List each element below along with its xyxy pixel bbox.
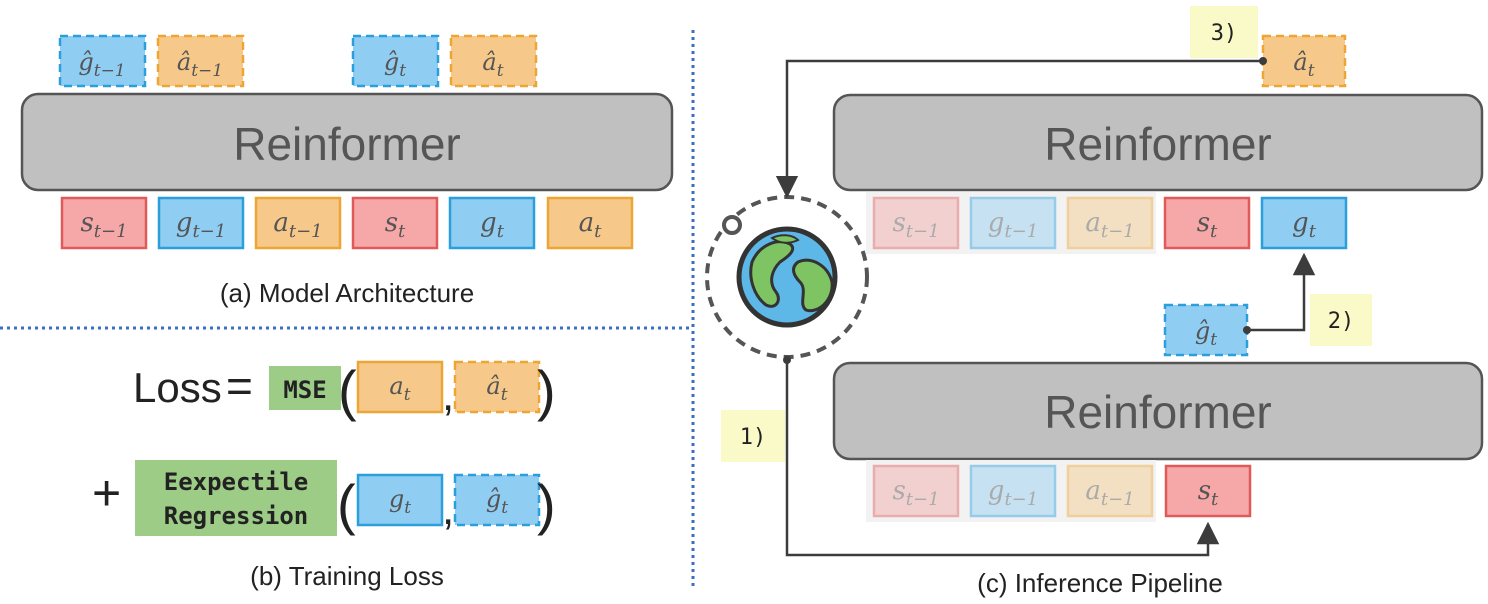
token-a-hat: ât — [449, 34, 538, 88]
comma-2: , — [442, 485, 454, 534]
token-a-hat-output: ât — [1261, 34, 1347, 88]
arrow-step2 — [1247, 252, 1316, 332]
step1-box — [721, 410, 785, 462]
token-s-t: st — [351, 196, 439, 250]
paren-close-1: ) — [537, 359, 556, 422]
step2-label: 2) — [1328, 309, 1355, 334]
equals-sign: = — [226, 360, 253, 412]
caption-b: (b) Training Loss — [250, 561, 444, 591]
arrow-step2-start-dot — [1243, 326, 1251, 334]
mse-box — [269, 366, 341, 410]
expectile-box — [135, 460, 337, 536]
token-g-hat-prev: ĝt−1 — [58, 34, 147, 88]
step2-box — [1310, 294, 1372, 346]
svg-text:st−1: st−1 — [80, 208, 127, 242]
token-g-hat: ĝt — [351, 34, 440, 88]
token-a-prev: at−1 — [254, 196, 342, 250]
svg-text:ât−1: ât−1 — [177, 48, 223, 81]
token-g-prev-faded-top: gt−1 — [969, 196, 1057, 250]
panel-c-inference-pipeline: Reinformer st−1 gt−1 at−1 st gt ât 3 — [705, 6, 1484, 598]
token-s-t-bottom: st — [1164, 464, 1252, 518]
step1-label: 1) — [740, 425, 767, 450]
svg-text:ât: ât — [482, 48, 503, 81]
token-a-hat-prev: ât−1 — [156, 34, 245, 88]
token-s-prev: st−1 — [60, 196, 148, 250]
token-a-t: at — [546, 196, 634, 250]
loss-word: Loss — [133, 364, 222, 411]
svg-text:ĝt−1: ĝt−1 — [78, 48, 125, 81]
step3-label: 3) — [1211, 21, 1238, 46]
token-s-prev-faded-top: st−1 — [872, 196, 960, 250]
paren-open-1: ( — [338, 359, 357, 422]
arrow-step1-start-dot — [783, 356, 791, 364]
panel-a-model-architecture: ĝt−1 ât−1 ĝt ât Reinformer st−1 gt−1 — [20, 34, 674, 308]
svg-text:at−1: at−1 — [1085, 208, 1134, 242]
svg-text:at: at — [389, 372, 410, 405]
paren-open-2: ( — [337, 473, 356, 536]
reinformer-block-top: Reinformer — [832, 93, 1484, 192]
svg-text:st: st — [1197, 208, 1218, 242]
svg-text:gt: gt — [1292, 208, 1317, 242]
token-g-t-top: gt — [1260, 196, 1348, 250]
svg-text:st: st — [385, 208, 406, 242]
mse-label: MSE — [283, 376, 326, 404]
token-g-t-loss: gt — [356, 473, 444, 527]
expectile-label-line2: Regression — [164, 502, 309, 530]
svg-text:Reinformer: Reinformer — [233, 118, 461, 170]
svg-text:gt−1: gt−1 — [988, 208, 1038, 242]
caption-a: (a) Model Architecture — [220, 278, 474, 308]
token-s-prev-faded-bottom: st−1 — [872, 464, 960, 518]
svg-text:st−1: st−1 — [892, 208, 939, 242]
plus-sign: + — [92, 465, 121, 521]
token-a-hat-loss: ât — [453, 360, 541, 414]
svg-text:ât: ât — [1293, 48, 1314, 81]
svg-text:at−1: at−1 — [1085, 476, 1134, 510]
expectile-label-line1: Eexpectile — [164, 468, 309, 496]
faded-context-bottom — [866, 460, 1156, 522]
svg-text:ĝt: ĝt — [1195, 317, 1217, 350]
arrow-step1 — [785, 360, 1220, 557]
svg-text:ât: ât — [486, 372, 507, 405]
svg-text:at−1: at−1 — [273, 208, 322, 242]
svg-text:gt−1: gt−1 — [176, 208, 226, 242]
step3-box — [1190, 6, 1258, 58]
token-g-t: gt — [448, 196, 536, 250]
token-g-prev-faded-bottom: gt−1 — [969, 464, 1057, 518]
svg-text:Reinformer: Reinformer — [1044, 118, 1272, 170]
token-g-hat-middle: ĝt — [1163, 303, 1249, 357]
svg-text:Reinformer: Reinformer — [1044, 386, 1272, 438]
svg-text:ĝt: ĝt — [486, 485, 508, 518]
token-g-prev: gt−1 — [157, 196, 245, 250]
panel-b-training-loss: Loss = MSE ( at , ât ) + Eexpectile Regr… — [92, 359, 556, 591]
faded-context-top — [866, 192, 1156, 254]
token-s-t-top: st — [1163, 196, 1251, 250]
token-a-t-loss: at — [356, 360, 444, 414]
arrow-step3-start-dot — [1259, 57, 1267, 65]
reinformer-block-bottom: Reinformer — [832, 361, 1484, 461]
svg-text:ĝt: ĝt — [384, 48, 406, 81]
svg-text:gt−1: gt−1 — [988, 476, 1038, 510]
arrow-step3 — [775, 59, 1263, 199]
caption-c: (c) Inference Pipeline — [977, 568, 1223, 598]
svg-text:at: at — [579, 208, 603, 242]
paren-close-2: ) — [537, 473, 556, 536]
token-a-prev-faded-bottom: at−1 — [1066, 464, 1154, 518]
token-g-hat-loss: ĝt — [453, 473, 541, 527]
comma-1: , — [442, 371, 454, 420]
svg-text:st: st — [1198, 476, 1219, 510]
svg-text:st−1: st−1 — [892, 476, 939, 510]
svg-text:gt: gt — [480, 208, 505, 242]
environment-globe-icon — [705, 195, 869, 359]
svg-text:gt: gt — [389, 485, 411, 518]
token-a-prev-faded-top: at−1 — [1066, 196, 1154, 250]
reinformer-block-a: Reinformer — [20, 92, 674, 192]
